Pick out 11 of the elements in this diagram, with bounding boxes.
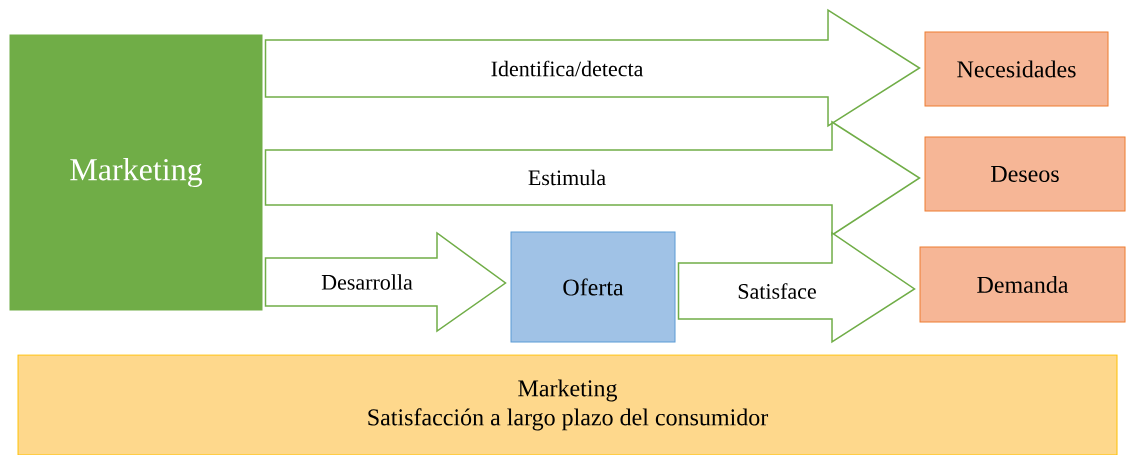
summary-band: Marketing Satisfacción a largo plazo del consumidor [17,354,1118,455]
block-arrow [264,120,921,237]
edge-label: Desarrolla [320,273,414,291]
result-box: Demanda [919,246,1126,323]
marketing-box: Marketing [9,34,263,311]
block-arrow [264,8,921,128]
block-arrow [677,231,916,344]
edge-label: Satisface [736,282,818,300]
offer-box: Oferta [510,231,676,343]
result-box: Deseos [924,136,1126,212]
result-box: Necesidades [924,31,1109,107]
